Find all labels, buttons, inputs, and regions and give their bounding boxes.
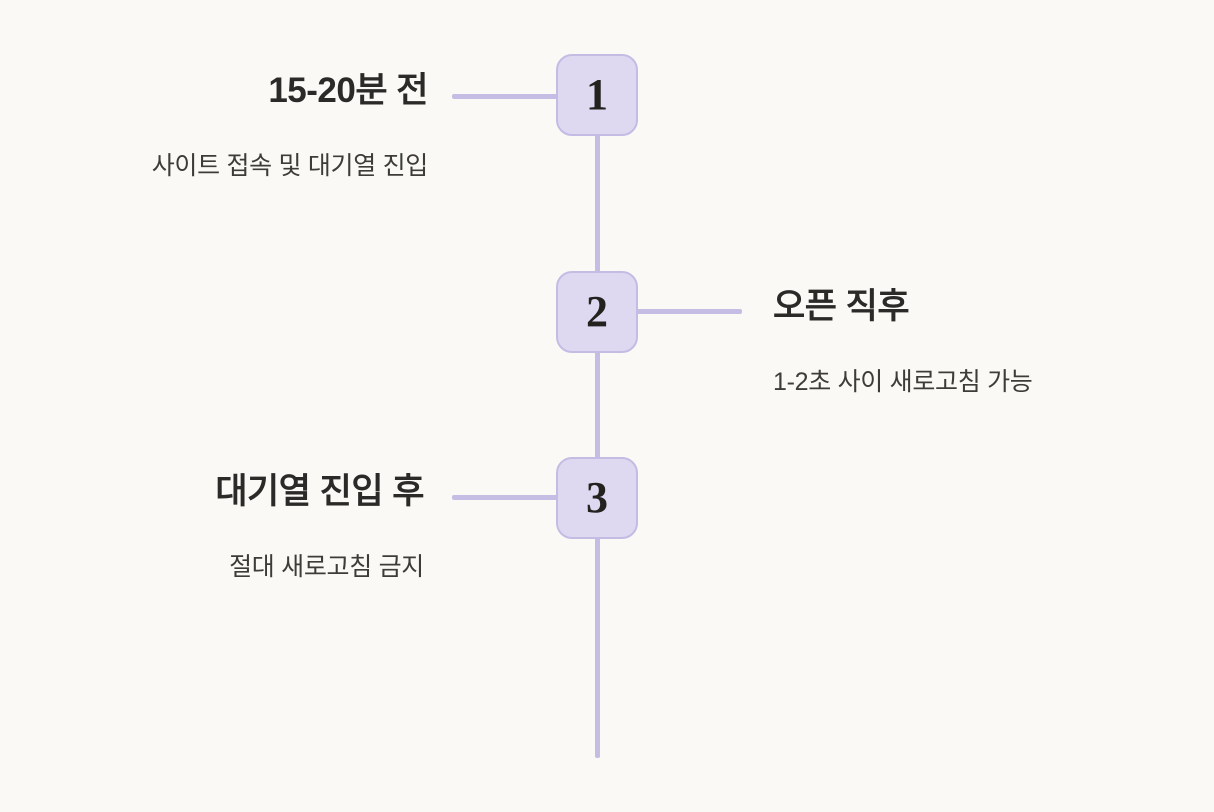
timeline-label-step-3: 대기열 진입 후 절대 새로고침 금지 [0,472,424,582]
step-2-title: 오픈 직후 [773,287,910,326]
timeline-node-3[interactable]: 3 [556,457,638,539]
step-3-title: 대기열 진입 후 [215,472,424,511]
step-1-title: 15-20분 전 [268,71,428,110]
timeline-label-step-2: 오픈 직후 1-2초 사이 새로고침 가능 [773,287,1193,397]
connector-line-step-1 [452,94,558,99]
connector-line-step-3 [452,495,558,500]
step-3-description: 절대 새로고침 금지 [229,552,424,581]
timeline-node-2[interactable]: 2 [556,271,638,353]
timeline-spine [595,54,600,758]
timeline-node-1[interactable]: 1 [556,54,638,136]
step-2-description: 1-2초 사이 새로고침 가능 [773,367,1033,396]
step-1-description: 사이트 접속 및 대기열 진입 [151,151,429,180]
connector-line-step-2 [636,309,742,314]
timeline-label-step-1: 15-20분 전 사이트 접속 및 대기열 진입 [0,71,429,181]
